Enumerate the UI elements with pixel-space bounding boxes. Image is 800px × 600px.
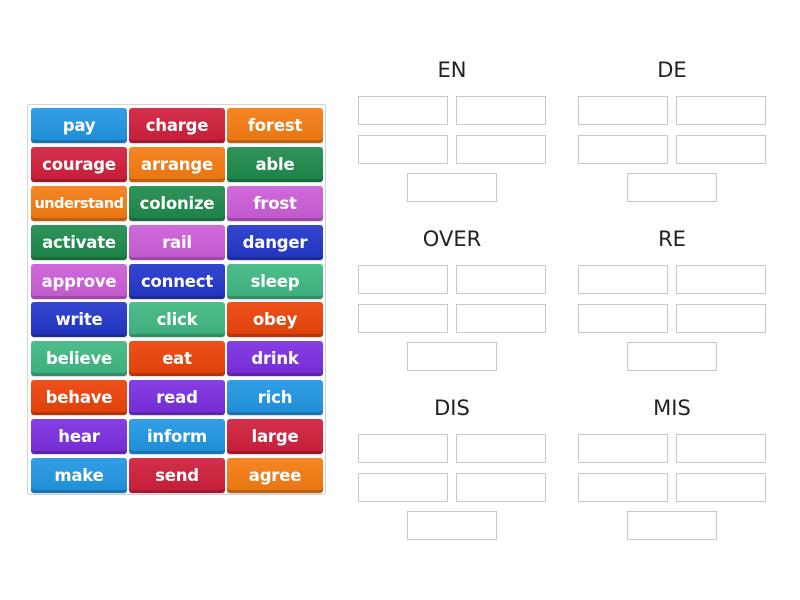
drop-slot[interactable] (407, 511, 497, 540)
drop-slot[interactable] (578, 265, 668, 294)
drop-slot[interactable] (358, 304, 448, 333)
drop-slot[interactable] (358, 473, 448, 502)
drop-slot[interactable] (456, 135, 546, 164)
group-title: MIS (653, 396, 691, 420)
word-tile[interactable]: pay (31, 108, 127, 143)
drop-slot[interactable] (358, 434, 448, 463)
word-tile[interactable]: connect (129, 264, 225, 299)
drop-slot[interactable] (578, 434, 668, 463)
word-tile[interactable]: hear (31, 419, 127, 454)
group-title: EN (437, 58, 467, 82)
group-over: OVER (358, 227, 548, 387)
word-tile[interactable]: read (129, 380, 225, 415)
drop-slot[interactable] (456, 96, 546, 125)
drop-slot[interactable] (456, 434, 546, 463)
word-tile[interactable]: write (31, 302, 127, 337)
word-tile[interactable]: large (227, 419, 323, 454)
drop-slot[interactable] (358, 135, 448, 164)
group-title: DE (657, 58, 687, 82)
group-title: DIS (434, 396, 470, 420)
drop-slot[interactable] (676, 96, 766, 125)
drop-slot[interactable] (627, 342, 717, 371)
drop-slot[interactable] (578, 135, 668, 164)
word-tile[interactable]: forest (227, 108, 323, 143)
drop-slot[interactable] (456, 473, 546, 502)
group-re: RE (578, 227, 768, 387)
word-tile[interactable]: click (129, 302, 225, 337)
word-tile[interactable]: agree (227, 458, 323, 493)
drop-slot[interactable] (358, 265, 448, 294)
word-tile[interactable]: drink (227, 341, 323, 376)
word-tile[interactable]: make (31, 458, 127, 493)
word-tile[interactable]: obey (227, 302, 323, 337)
word-tile[interactable]: eat (129, 341, 225, 376)
drop-slot[interactable] (627, 173, 717, 202)
drop-slot[interactable] (407, 342, 497, 371)
word-tile[interactable]: activate (31, 225, 127, 260)
drop-slot[interactable] (358, 96, 448, 125)
word-tile[interactable]: arrange (129, 147, 225, 182)
word-tile-bank: pay charge forest courage arrange able u… (27, 104, 326, 495)
group-title: RE (658, 227, 686, 251)
group-title: OVER (422, 227, 482, 251)
word-tile[interactable]: frost (227, 186, 323, 221)
drop-slot[interactable] (578, 473, 668, 502)
drop-slot[interactable] (407, 173, 497, 202)
word-tile[interactable]: able (227, 147, 323, 182)
word-tile[interactable]: rail (129, 225, 225, 260)
word-tile[interactable]: charge (129, 108, 225, 143)
drop-slot[interactable] (456, 304, 546, 333)
group-en: EN (358, 58, 548, 218)
word-tile[interactable]: send (129, 458, 225, 493)
word-tile[interactable]: inform (129, 419, 225, 454)
drop-slot[interactable] (676, 434, 766, 463)
drop-slot[interactable] (676, 304, 766, 333)
word-tile[interactable]: approve (31, 264, 127, 299)
drop-slot[interactable] (456, 265, 546, 294)
drop-slot[interactable] (627, 511, 717, 540)
word-tile[interactable]: courage (31, 147, 127, 182)
drop-slot[interactable] (676, 473, 766, 502)
word-tile[interactable]: sleep (227, 264, 323, 299)
word-tile[interactable]: rich (227, 380, 323, 415)
drop-slot[interactable] (676, 265, 766, 294)
word-tile[interactable]: colonize (129, 186, 225, 221)
drop-slot[interactable] (578, 304, 668, 333)
word-tile[interactable]: believe (31, 341, 127, 376)
group-mis: MIS (578, 396, 768, 556)
word-tile[interactable]: danger (227, 225, 323, 260)
word-tile[interactable]: understand (31, 186, 127, 221)
drop-slot[interactable] (578, 96, 668, 125)
group-dis: DIS (358, 396, 548, 556)
drop-slot[interactable] (676, 135, 766, 164)
word-tile[interactable]: behave (31, 380, 127, 415)
group-de: DE (578, 58, 768, 218)
